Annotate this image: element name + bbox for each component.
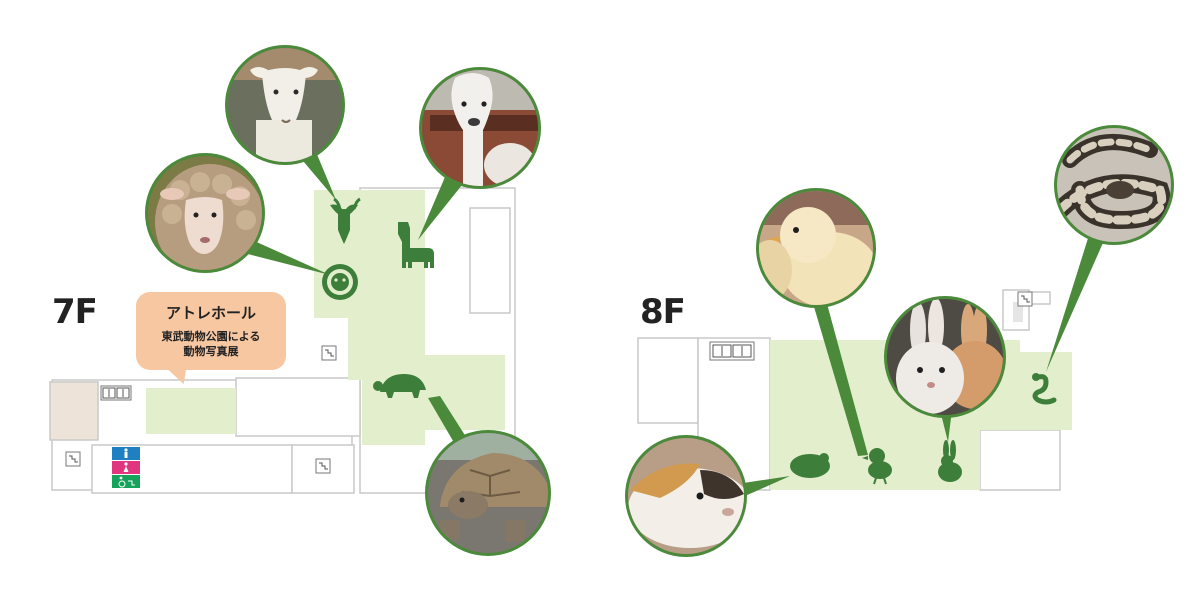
alpaca-photo[interactable]: [415, 60, 545, 190]
stairs-icon: [65, 451, 81, 467]
floor-label-7f: 7F: [52, 292, 98, 332]
rabbit-icon: [938, 440, 962, 482]
rabbit-photo[interactable]: [880, 295, 1010, 425]
restroom-women-icon: [112, 461, 140, 474]
accessible-restroom-icon: [112, 475, 140, 488]
stairs-icon: [321, 345, 337, 361]
guinea-pig-icon: [790, 453, 830, 478]
goat-photo[interactable]: [220, 40, 350, 180]
hall-callout: アトレホール 東武動物公園による 動物写真展: [136, 292, 286, 370]
stairs-icon: [315, 458, 331, 474]
snake-photo[interactable]: [1050, 120, 1180, 250]
guinea-pig-photo[interactable]: [620, 432, 752, 562]
sheep-photo[interactable]: [140, 150, 270, 280]
elevator-icon: [100, 385, 132, 401]
elevator-icon: [709, 341, 755, 361]
exhibit-area-7f: [314, 190, 505, 445]
goat-icon: [330, 197, 361, 244]
floor-label-8f: 8F: [640, 292, 686, 332]
stairs-icon: [1017, 291, 1033, 307]
callout-line-2: 動物写真展: [183, 345, 239, 358]
hall-area-7f: [146, 388, 236, 434]
tortoise-icon: [373, 374, 426, 398]
callout-title: アトレホール: [165, 304, 256, 322]
snake-icon: [1032, 373, 1057, 405]
callout-line-1: 東武動物公園による: [161, 330, 261, 343]
restroom-men-icon: [112, 447, 140, 460]
alpaca-icon: [398, 222, 434, 268]
room-7f-beige: [49, 381, 99, 441]
chick-icon: [862, 448, 892, 485]
tortoise-photo[interactable]: [425, 430, 555, 560]
floor-7-plan: [49, 187, 516, 494]
chick-photo[interactable]: [748, 185, 880, 315]
sheep-icon: [322, 264, 358, 300]
